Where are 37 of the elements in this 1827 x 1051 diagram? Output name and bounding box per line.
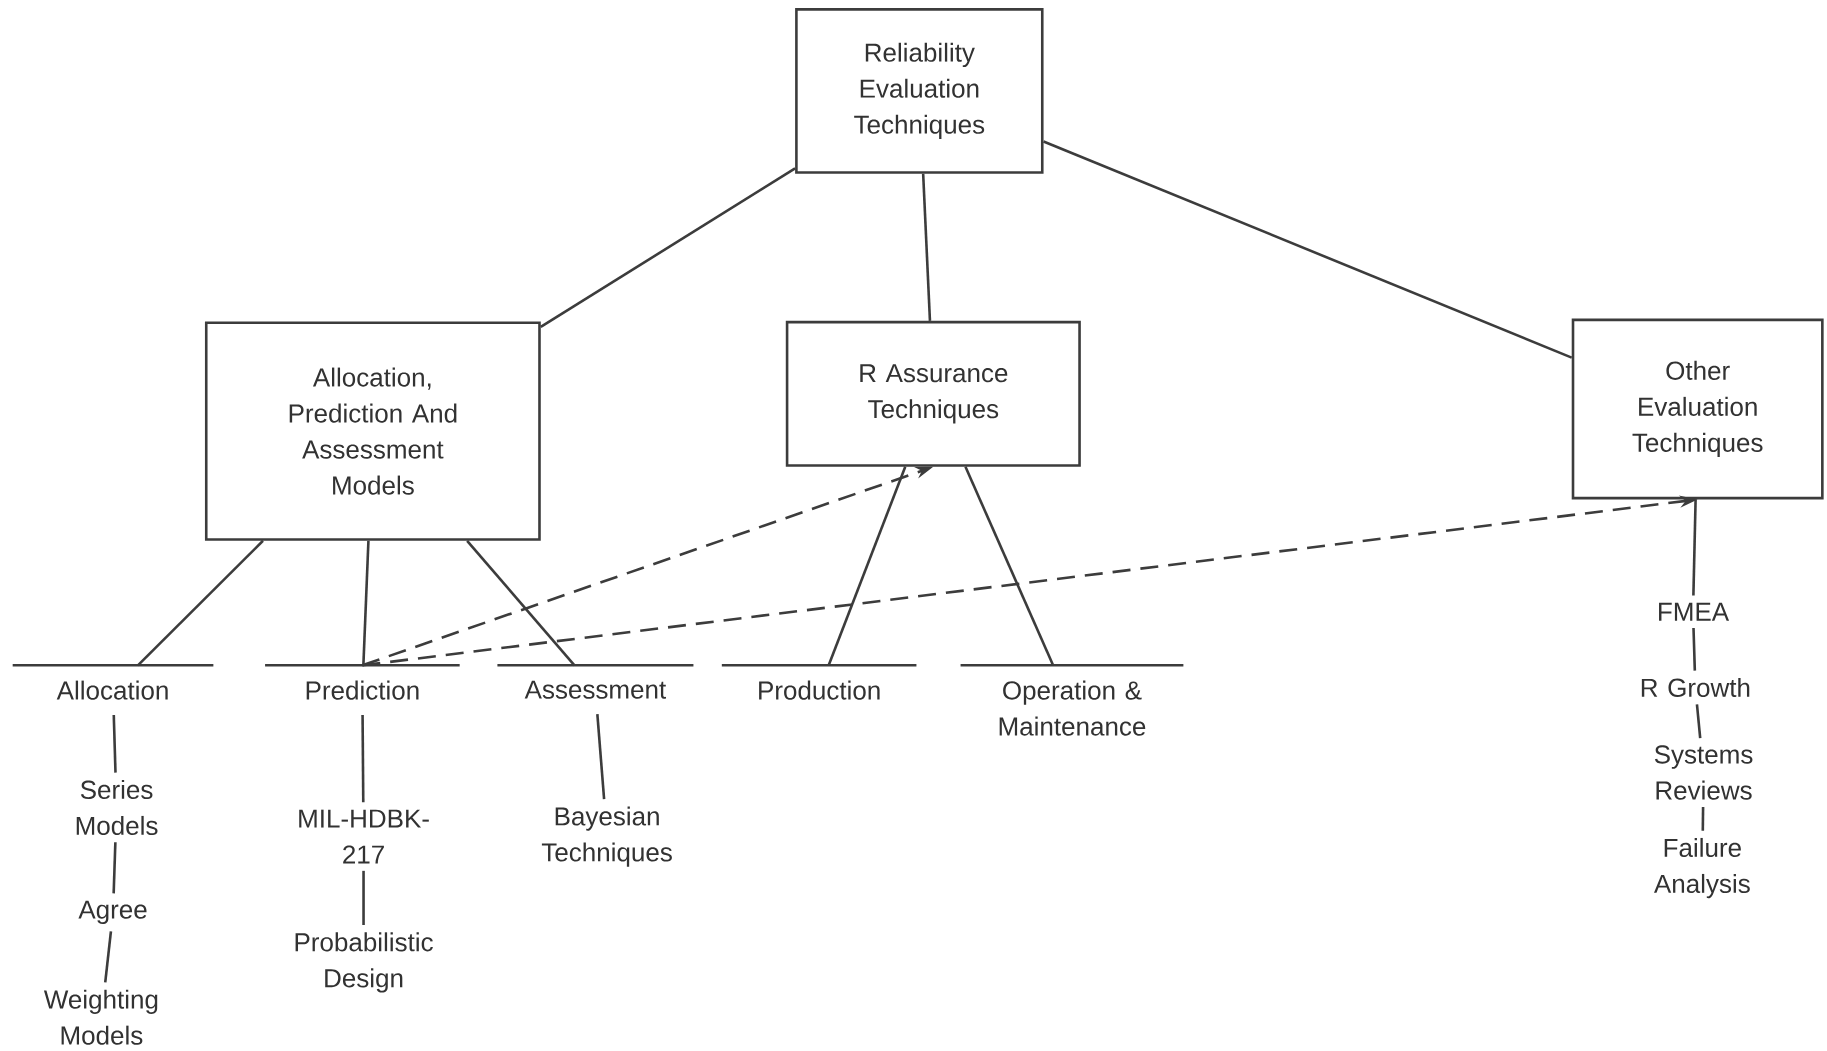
connector-line xyxy=(596,713,606,800)
connector-line xyxy=(540,167,796,329)
connector-line xyxy=(112,842,117,894)
item-label: Agree xyxy=(78,900,147,924)
branch-label: Allocation xyxy=(12,664,214,700)
item-label: Series Models xyxy=(76,779,158,835)
branch-label: Production xyxy=(721,664,917,700)
connector-line xyxy=(964,466,1055,666)
item-label: MIL-HDBK-217 xyxy=(299,809,429,864)
connector-line xyxy=(1701,807,1705,831)
process-box: Allocation, Prediction And Assessment Models xyxy=(204,321,541,541)
branch-label: Operation & Maintenance xyxy=(960,664,1184,736)
item-label: R Growth xyxy=(1641,677,1750,697)
item-label: Failure Analysis xyxy=(1654,837,1750,899)
connector-line xyxy=(1043,140,1573,359)
item-label: Bayesian Techniques xyxy=(541,806,672,867)
connector-line xyxy=(1692,499,1697,596)
connector-line xyxy=(362,870,365,926)
connector-line xyxy=(137,539,264,667)
connector-line xyxy=(921,173,932,321)
connector-line xyxy=(103,931,113,983)
item-label: Probabilistic Design xyxy=(295,932,433,993)
connector-line xyxy=(1692,627,1697,671)
item-label: Systems Reviews xyxy=(1654,745,1753,800)
branch-label: Assessment xyxy=(497,664,694,699)
connector-line xyxy=(466,539,576,667)
connector-line xyxy=(1695,704,1702,739)
process-box: R Assurance Techniques xyxy=(785,320,1081,467)
connector-line xyxy=(827,466,907,666)
process-box: Reliability Evaluation Techniques xyxy=(795,8,1044,174)
item-label: FMEA xyxy=(1659,602,1730,621)
process-box: Other Evaluation Techniques xyxy=(1571,318,1824,500)
connector-line xyxy=(112,714,117,773)
connector-line xyxy=(362,540,370,666)
branch-label: Prediction xyxy=(265,664,460,700)
connector-line xyxy=(361,715,365,803)
item-label: Weighting Models xyxy=(43,989,158,1045)
